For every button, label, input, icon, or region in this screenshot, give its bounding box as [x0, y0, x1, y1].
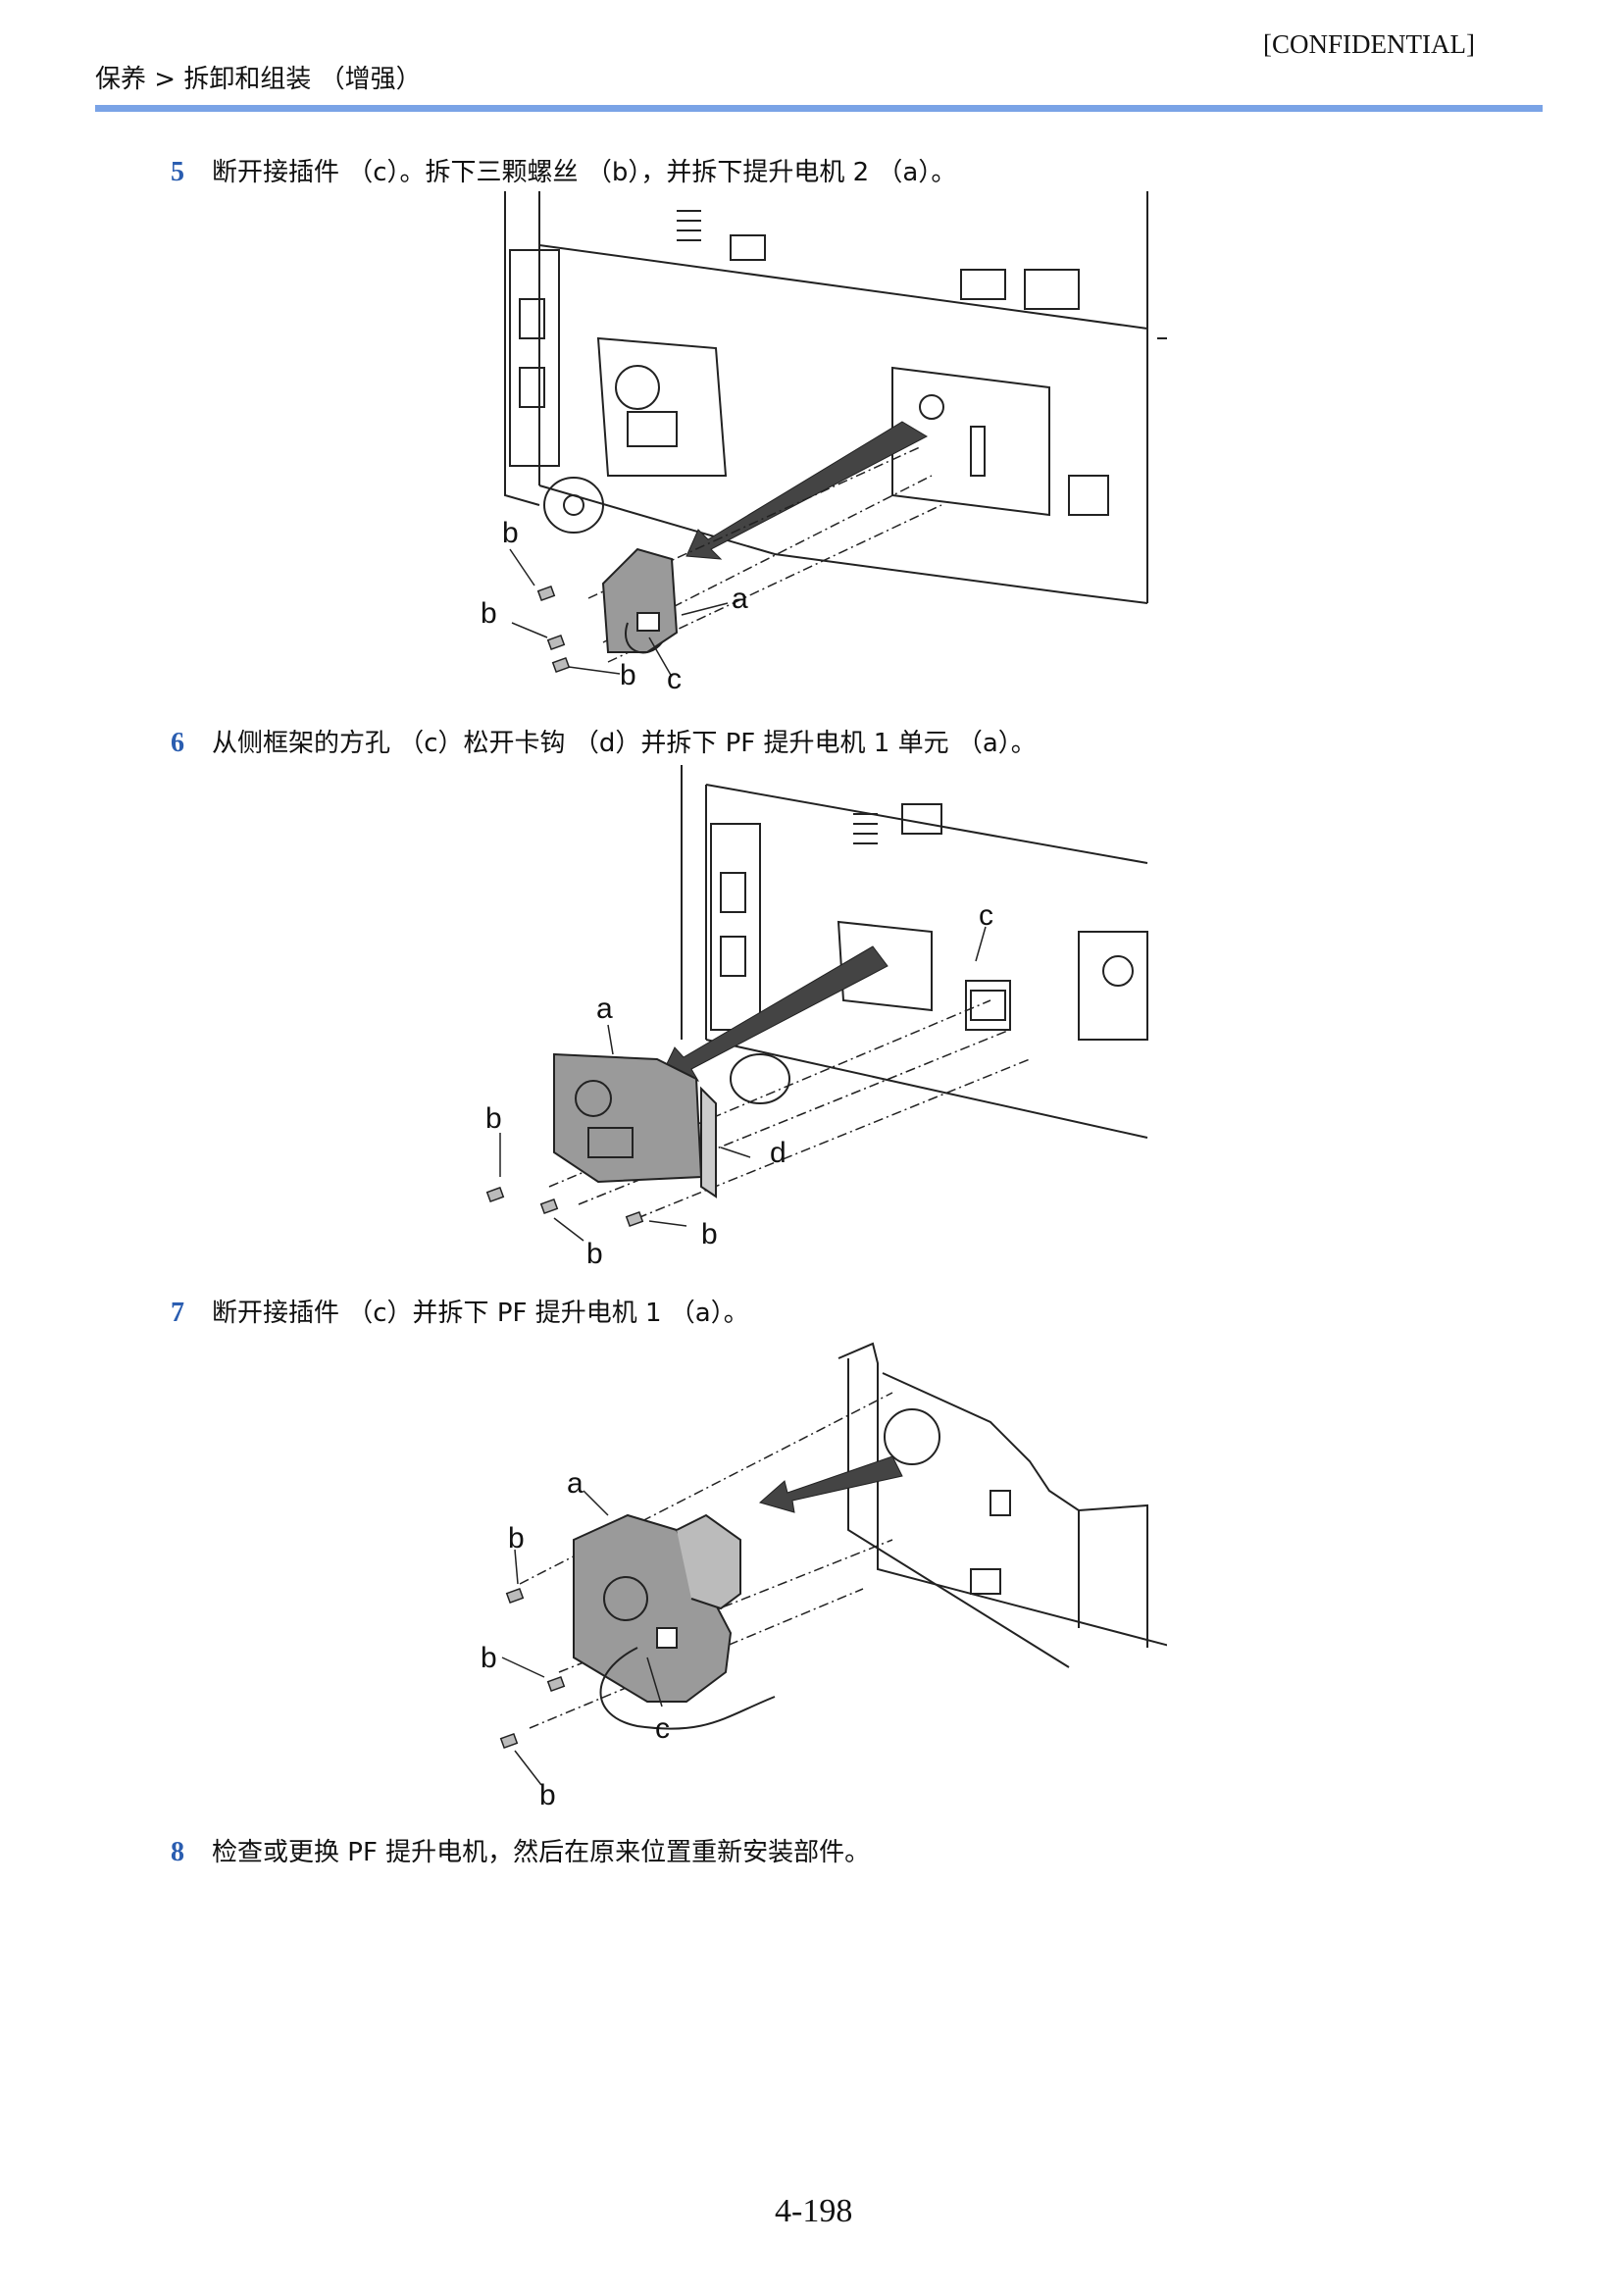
- lift-motor-2-removal-illustration: b b b a c: [481, 191, 1167, 695]
- figure-step-5: b b b a c: [481, 191, 1167, 706]
- header-rule: [95, 105, 1543, 112]
- step-number: 7: [171, 1298, 184, 1328]
- label-b: b: [586, 1238, 603, 1270]
- step-number: 8: [171, 1837, 184, 1867]
- step-text: 检查或更换 PF 提升电机，然后在原来位置重新安装部件。: [212, 1838, 871, 1867]
- label-a: a: [596, 993, 613, 1025]
- step-7: 7 断开接插件 （c）并拆下 PF 提升电机 1 （a）。: [171, 1293, 749, 1329]
- label-b: b: [485, 1102, 502, 1135]
- label-b: b: [481, 597, 497, 630]
- figure-step-6: c a b d b b: [481, 765, 1167, 1275]
- pf-lift-motor-1-unit-removal-illustration: c a b d b b: [485, 765, 1148, 1270]
- figure-step-7: a b b c b: [481, 1334, 1167, 1814]
- page-number: 4-198: [775, 2193, 853, 2229]
- confidential-mark: [CONFIDENTIAL]: [1263, 29, 1475, 59]
- step-text: 从侧框架的方孔 （c）松开卡钩 （d）并拆下 PF 提升电机 1 单元 （a）。: [212, 729, 1037, 758]
- label-c: c: [655, 1712, 670, 1745]
- label-b: b: [620, 659, 636, 691]
- label-b: b: [481, 1642, 497, 1674]
- step-6: 6 从侧框架的方孔 （c）松开卡钩 （d）并拆下 PF 提升电机 1 单元 （a）…: [171, 723, 1037, 759]
- label-c: c: [979, 899, 993, 932]
- step-number: 6: [171, 728, 184, 758]
- label-a: a: [567, 1467, 584, 1500]
- label-b: b: [539, 1779, 556, 1811]
- label-b: b: [701, 1218, 718, 1250]
- label-c: c: [667, 663, 682, 695]
- step-5: 5 断开接插件 （c）。拆下三颗螺丝 （b），并拆下提升电机 2 （a）。: [171, 152, 956, 188]
- breadcrumb: 保养 > 拆卸和组装 （增强）: [95, 65, 422, 94]
- step-8: 8 检查或更换 PF 提升电机，然后在原来位置重新安装部件。: [171, 1832, 870, 1868]
- step-number: 5: [171, 157, 184, 187]
- label-d: d: [770, 1137, 787, 1169]
- step-text: 断开接插件 （c）。拆下三颗螺丝 （b），并拆下提升电机 2 （a）。: [212, 158, 957, 187]
- label-b: b: [508, 1522, 525, 1555]
- label-a: a: [732, 583, 748, 615]
- label-b: b: [502, 517, 519, 549]
- step-text: 断开接插件 （c）并拆下 PF 提升电机 1 （a）。: [212, 1299, 749, 1328]
- pf-lift-motor-1-removal-illustration: a b b c b: [481, 1342, 1167, 1811]
